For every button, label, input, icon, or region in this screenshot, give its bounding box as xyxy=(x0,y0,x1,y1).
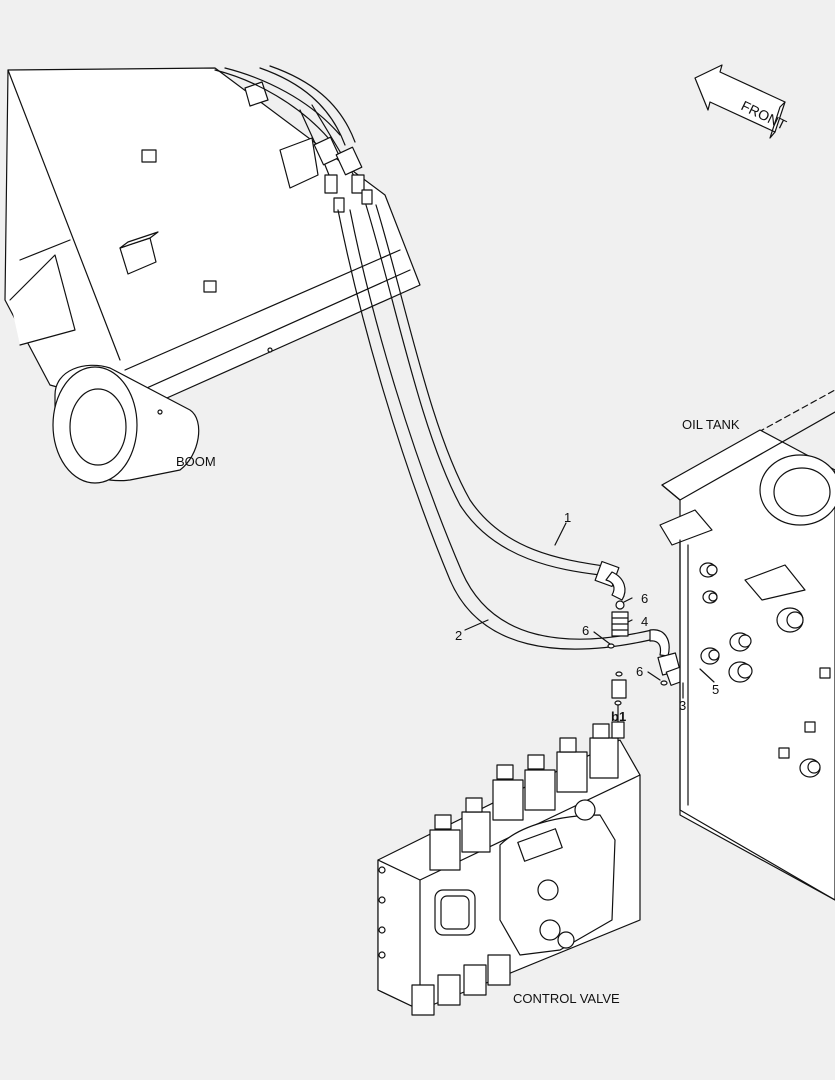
hose-2 xyxy=(337,209,653,650)
callout-5: 5 xyxy=(712,682,720,697)
oil-tank-part xyxy=(659,389,835,901)
control-valve-label: CONTROL VALVE xyxy=(513,991,620,1006)
oil-tank-label: OIL TANK xyxy=(682,417,740,432)
boom-part xyxy=(4,67,421,484)
upper-fittings xyxy=(313,136,373,213)
callout-6-left: 6 xyxy=(582,623,590,638)
front-arrow xyxy=(694,64,786,139)
boom-label: BOOM xyxy=(176,454,216,469)
control-valve-part xyxy=(377,721,641,1016)
adapter-4 xyxy=(607,600,629,741)
hose-1 xyxy=(365,204,605,576)
callout-6-upper: 6 xyxy=(641,591,649,606)
callout-4: 4 xyxy=(641,614,649,629)
port-b1-label: b1 xyxy=(611,709,627,724)
callout-6-right: 6 xyxy=(636,664,644,679)
callout-1: 1 xyxy=(564,510,572,525)
leader-lines xyxy=(464,522,715,699)
callout-2: 2 xyxy=(455,628,463,643)
callout-3: 3 xyxy=(679,698,687,713)
hose-1-end-fitting xyxy=(594,560,626,601)
